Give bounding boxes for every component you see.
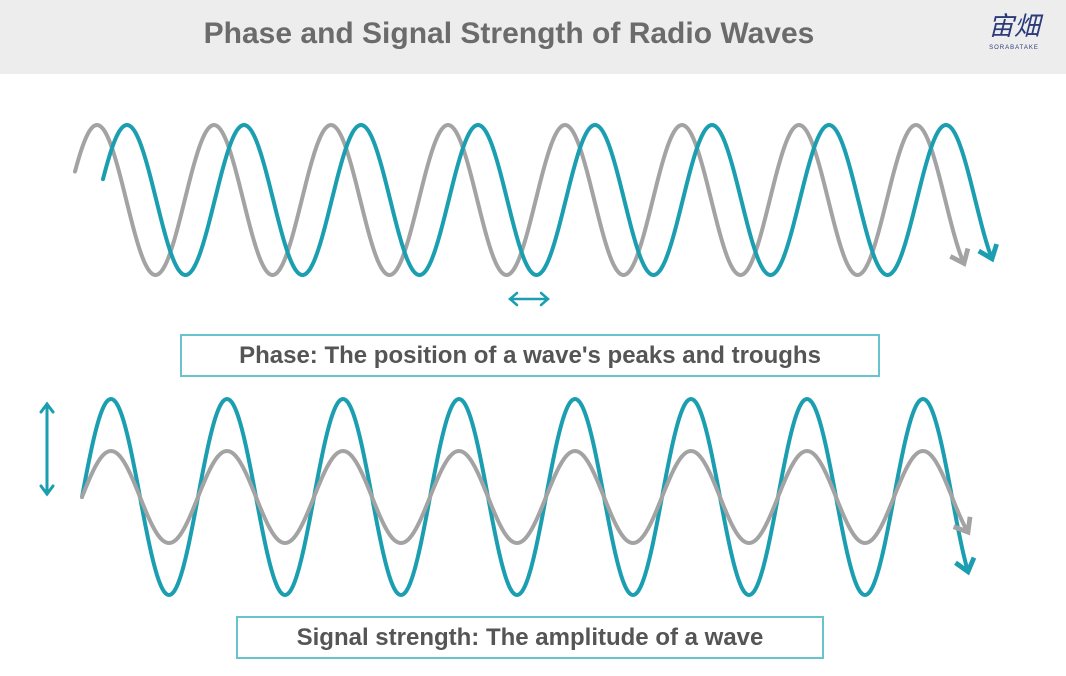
phase-shift-arrow-icon <box>508 291 550 307</box>
sorabatake-logo: 宙畑 SORABATAKE <box>978 12 1050 62</box>
page-title: Phase and Signal Strength of Radio Waves <box>203 17 815 50</box>
reference-wave-phase <box>73 122 971 277</box>
shifted-wave-phase <box>101 122 999 277</box>
low-amplitude-wave <box>80 448 973 546</box>
logo-subtitle: SORABATAKE <box>989 45 1039 51</box>
strength-caption: Signal strength: The amplitude of a wave <box>236 616 824 659</box>
amplitude-arrow-icon <box>39 401 55 497</box>
phase-caption: Phase: The position of a wave's peaks an… <box>180 334 880 377</box>
logo-mark: 宙畑 <box>987 12 1040 42</box>
strength-waves-group <box>80 396 977 598</box>
high-amplitude-wave <box>80 396 977 598</box>
phase-waves-group <box>73 122 999 277</box>
header-bar <box>0 0 1066 74</box>
